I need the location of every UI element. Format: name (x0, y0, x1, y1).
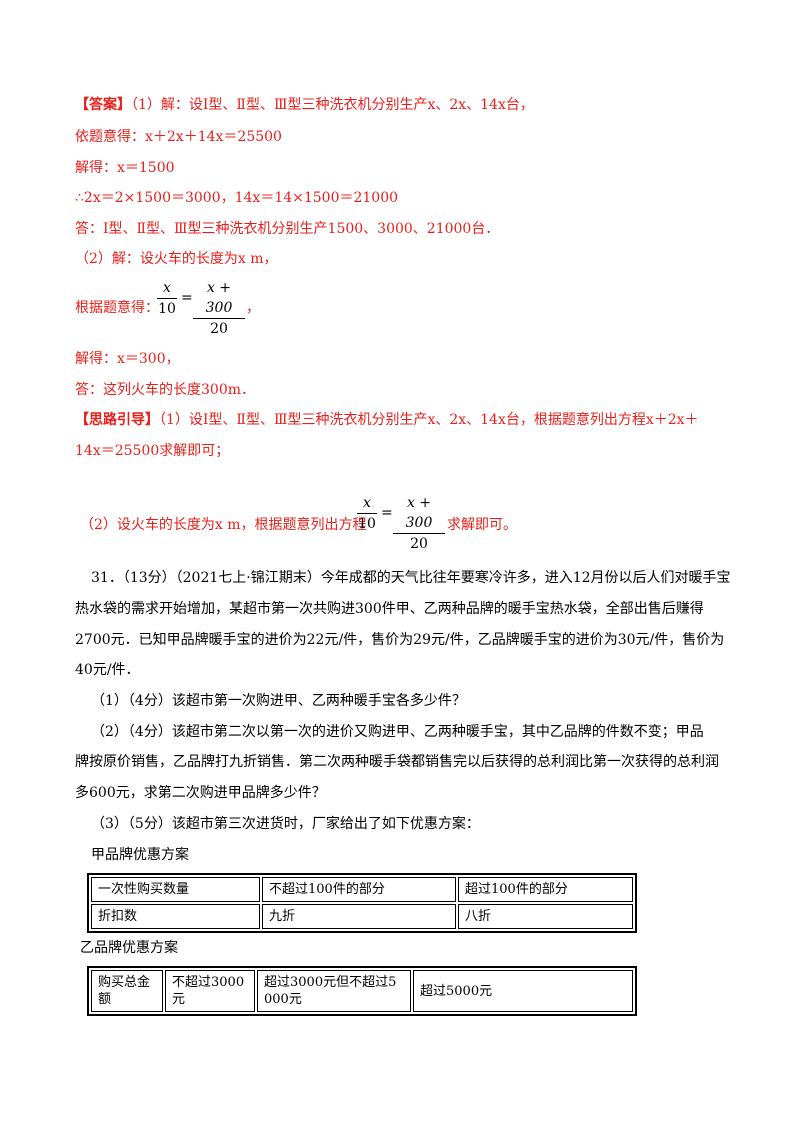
table-b-title: 乙品牌优惠方案 (80, 940, 178, 956)
hint-line-3-prefix: （2）设火车的长度为x m，根据题意列出方程 (80, 517, 367, 533)
hint-tag: 【思路引导】 (75, 412, 159, 428)
equation-1-right-fraction: x + 300 20 (193, 278, 245, 339)
q31-part-2-line-2: 牌按原价销售，乙品牌打九折销售．第二次两种暖手袋都销售完以后获得的总利润比第一次… (75, 754, 719, 770)
answer-line-8: 解得：x＝300， (75, 351, 180, 367)
equation-1-equals: = (181, 290, 193, 306)
answer-line-7-prefix: 根据题意得： (75, 300, 159, 316)
hint-line-3-suffix: 求解即可。 (447, 517, 517, 533)
answer-line-1: 【答案】（1）解：设Ⅰ型、Ⅱ型、Ⅲ型三种洗衣机分别生产x、2x、14x台， (75, 95, 534, 115)
table-row: 折扣数 九折 八折 (91, 904, 633, 929)
answer-tag: 【答案】 (75, 97, 131, 113)
table-a-cell: 八折 (458, 904, 633, 929)
equation-1-right-numerator: x + 300 (205, 280, 233, 316)
equation-1-right-denominator: 20 (210, 321, 228, 337)
answer-line-2: 依题意得：x＋2x＋14x＝25500 (75, 129, 282, 145)
table-a-title: 甲品牌优惠方案 (91, 847, 189, 863)
q31-line-2: 热水袋的需求开始增加，某超市第一次共购进300件甲、乙两种品牌的暖手宝热水袋，全… (75, 601, 704, 617)
equation-1-left-denominator: 10 (158, 301, 176, 317)
answer-text-1: （1）解：设Ⅰ型、Ⅱ型、Ⅲ型三种洗衣机分别生产x、2x、14x台， (131, 97, 534, 113)
q31-line-4: 40元/件． (75, 662, 140, 678)
q31-part-2-line-1: （2）（4分）该超市第二次以第一次的进价又购进甲、乙两种暖手宝，其中乙品牌的件数… (91, 724, 704, 740)
table-row: 购买总金额 不超过3000元 超过3000元但不超过5000元 超过5000元 (91, 970, 633, 1012)
table-row: 一次性购买数量 不超过100件的部分 超过100件的部分 (91, 877, 633, 902)
table-a-cell: 折扣数 (91, 904, 260, 929)
answer-line-9: 答：这列火车的长度300m． (75, 382, 255, 398)
table-b-cell: 超过5000元 (413, 970, 633, 1012)
table-a-cell: 九折 (262, 904, 456, 929)
table-a-cell: 超过100件的部分 (458, 877, 633, 902)
equation-2-left-fraction: x 10 (357, 493, 377, 534)
equation-2-right-fraction: x + 300 20 (393, 493, 445, 554)
answer-line-3: 解得：x＝1500 (75, 160, 175, 176)
table-b: 购买总金额 不超过3000元 超过3000元但不超过5000元 超过5000元 (87, 966, 637, 1016)
equation-2-right-numerator: x + 300 (405, 495, 433, 531)
q31-line-3: 2700元．已知甲品牌暖手宝的进价为22元/件，售价为29元/件，乙品牌暖手宝的… (75, 632, 725, 648)
q31-part-3: （3）（5分）该超市第三次进货时，厂家给出了如下优惠方案： (91, 816, 480, 832)
q31-part-2-line-3: 多600元，求第二次购进甲品牌多少件？ (75, 785, 326, 801)
table-b-cell: 购买总金额 (91, 970, 163, 1012)
hint-text-1: （1）设Ⅰ型、Ⅱ型、Ⅲ型三种洗衣机分别生产x、2x、14x台，根据题意列出方程x… (159, 412, 699, 428)
equation-2-left-denominator: 10 (358, 516, 376, 532)
answer-line-5: 答：Ⅰ型、Ⅱ型、Ⅲ型三种洗衣机分别生产1500、3000、21000台． (75, 221, 500, 237)
answer-line-7-suffix: ， (246, 300, 260, 316)
hint-line-2: 14x＝25500求解即可； (75, 443, 230, 459)
answer-line-6: （2）解：设火车的长度为x m， (75, 251, 278, 267)
equation-2-equals: = (381, 505, 393, 521)
table-a: 一次性购买数量 不超过100件的部分 超过100件的部分 折扣数 九折 八折 (87, 873, 637, 933)
q31-line-1: 31．（13分）（2021七上·锦江期末）今年成都的天气比往年要寒冷许多，进入1… (91, 570, 731, 586)
equation-2-left-numerator: x (363, 495, 371, 511)
hint-line-1: 【思路引导】（1）设Ⅰ型、Ⅱ型、Ⅲ型三种洗衣机分别生产x、2x、14x台，根据题… (75, 410, 699, 430)
q31-part-1: （1）（4分）该超市第一次购进甲、乙两种暖手宝各多少件？ (91, 693, 466, 709)
table-a-cell: 不超过100件的部分 (262, 877, 456, 902)
equation-1-left-numerator: x (163, 280, 171, 296)
equation-2-right-denominator: 20 (410, 536, 428, 552)
equation-1-left-fraction: x 10 (157, 278, 177, 319)
table-b-cell: 不超过3000元 (165, 970, 255, 1012)
table-a-cell: 一次性购买数量 (91, 877, 260, 902)
answer-line-4: ∴2x＝2×1500＝3000，14x＝14×1500＝21000 (75, 190, 399, 206)
table-b-cell: 超过3000元但不超过5000元 (257, 970, 411, 1012)
